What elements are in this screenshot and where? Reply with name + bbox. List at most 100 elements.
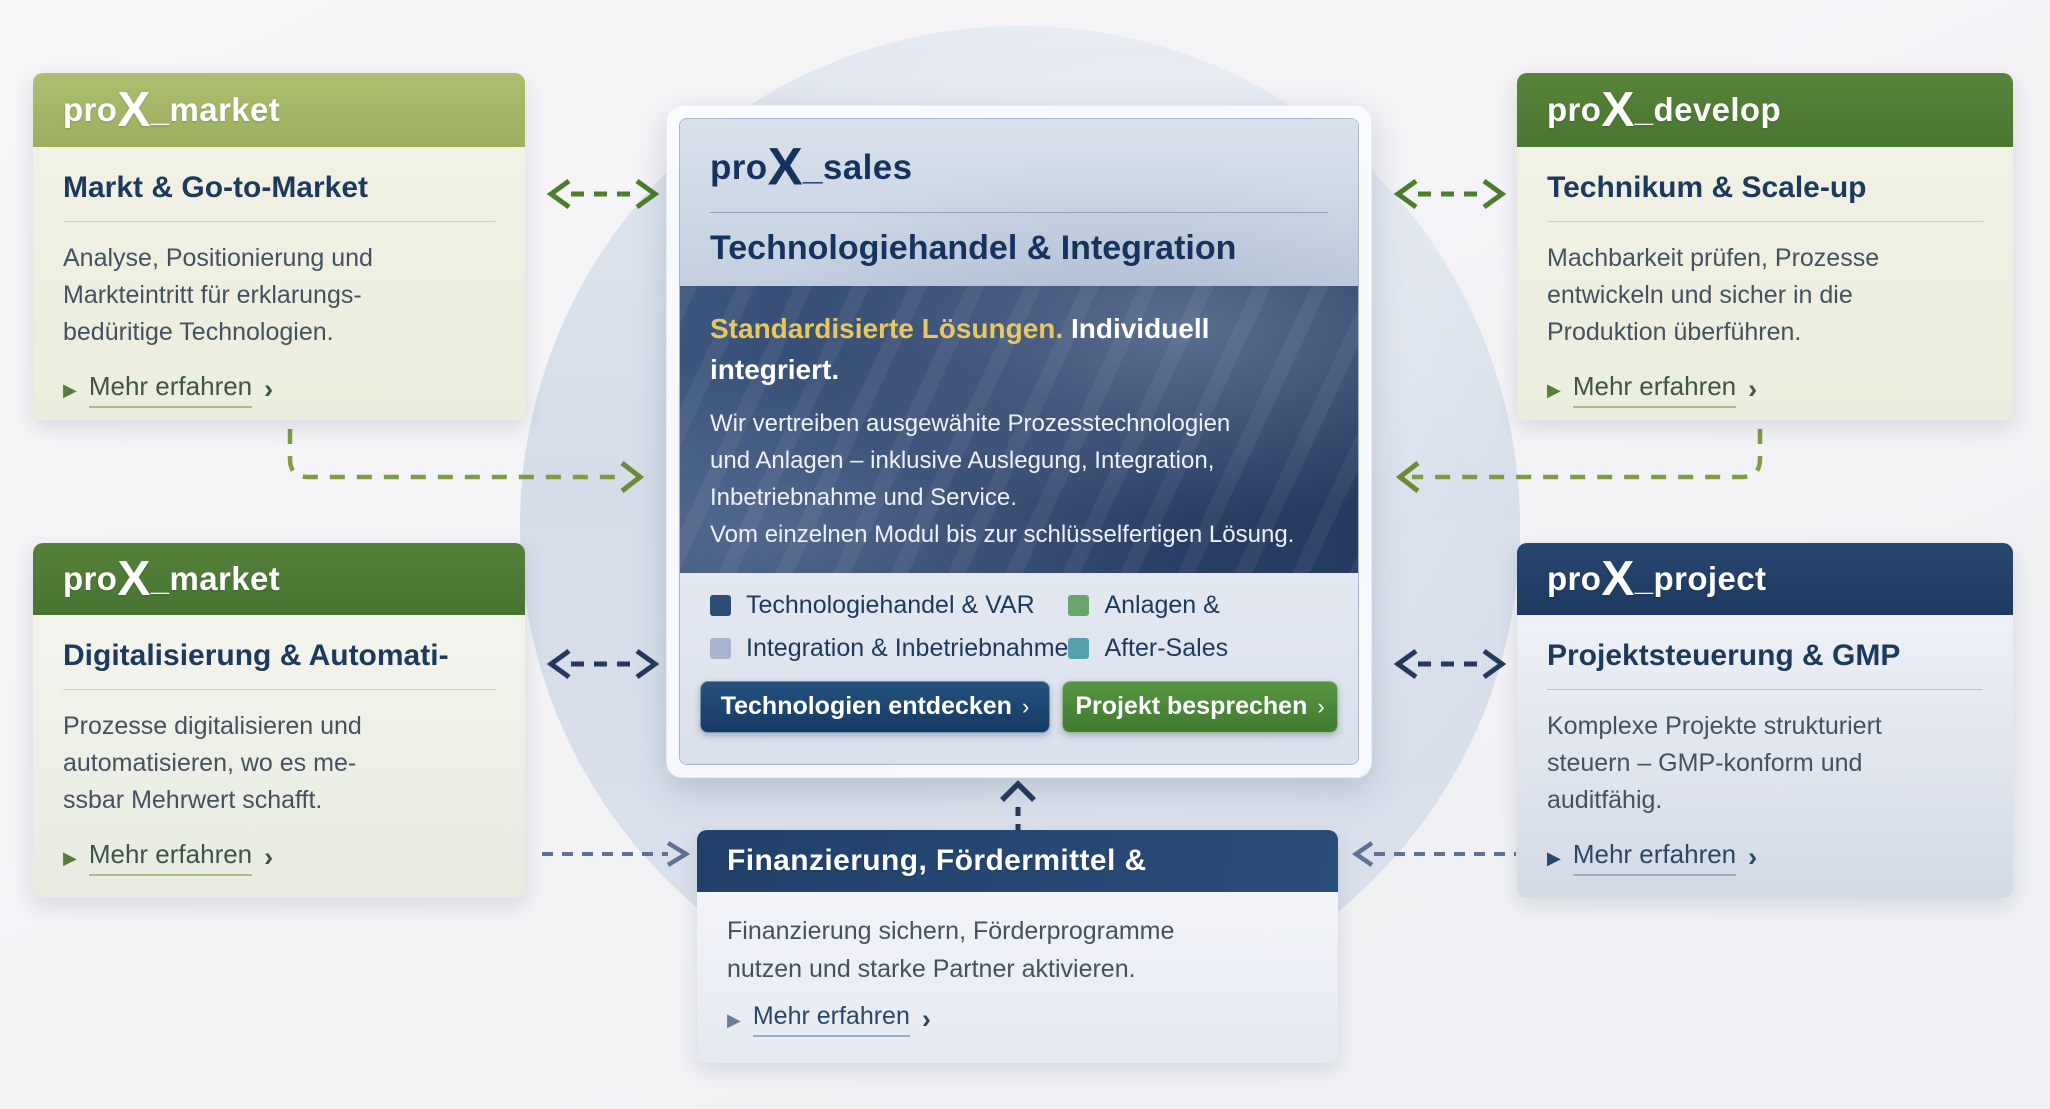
card-description-line: Markteintritt für erklarungs-	[63, 281, 362, 309]
elbow-connector-develop-sales	[1380, 429, 1780, 501]
hero-lead-rest: Individuell integriert.	[710, 312, 1210, 385]
legend-swatch-green	[1068, 594, 1090, 616]
card-description-line: Analyse, Positionierung und	[63, 244, 373, 272]
chevron-right-icon: ›	[921, 1004, 931, 1034]
divider	[63, 221, 495, 222]
dash-connector-project-finance	[1352, 840, 1518, 868]
triangle-right-icon: ▶	[727, 1009, 741, 1030]
divider	[710, 211, 1328, 213]
up-arrow-icon	[1000, 780, 1036, 833]
hero-text-line: und Anlagen – inklusive Auslegung, Integ…	[710, 446, 1215, 474]
legend-item: Technologiehandel & VAR	[710, 591, 1068, 620]
hero-text-line: Vom einzelnen Modul bis zur schlüsselfer…	[710, 520, 1295, 548]
card-description-line: nutzen und starke Partner aktivieren.	[727, 955, 1136, 983]
card-description-line: Finanzierung sichern, Förderprogramme	[727, 917, 1175, 945]
dash-arrow-icon	[1352, 841, 1516, 867]
card-description-line: Komplexe Projekte strukturiert	[1547, 712, 1882, 740]
card-description-line: auditfähig.	[1547, 786, 1663, 814]
card-body: Markt & Go-to-Market Analyse, Positionie…	[33, 147, 525, 420]
hero-text-line: Wir vertreiben ausgewähite Prozesstechno…	[710, 409, 1231, 437]
mehr-erfahren-link[interactable]: ▶ Mehr erfahren ›	[1547, 839, 1757, 876]
brand-prox-develop: proX_develop	[1547, 82, 1782, 138]
legend-label: Anlagen &	[1104, 590, 1220, 619]
sales-hero-panel: Standardisierte Lösungen. Individuell in…	[680, 286, 1358, 573]
mehr-erfahren-link[interactable]: ▶ Mehr erfahren ›	[63, 839, 273, 876]
projekt-besprechen-button[interactable]: Projekt besprechen ›	[1061, 680, 1338, 733]
legend-item: Anlagen &	[1068, 591, 1328, 620]
triangle-right-icon: ▶	[63, 379, 77, 400]
card-header: proX_project	[1517, 543, 2013, 615]
triangle-right-icon: ▶	[1547, 847, 1561, 868]
card-description-line: automatisieren, wo es me-	[63, 749, 357, 777]
chevron-right-icon: ›	[1748, 374, 1758, 404]
card-description-line: steuern – GMP-konform und	[1547, 749, 1863, 777]
sales-footer: Technologiehandel & VAR Anlagen & Integr…	[680, 572, 1358, 764]
card-prox-project: proX_project Projektsteuerung & GMP Komp…	[1517, 543, 2013, 898]
double-arrow-icon	[546, 178, 660, 210]
legend-label: Integration & Inbetriebnahme	[746, 633, 1069, 662]
elbow-connector-market-top-sales	[270, 429, 670, 501]
mehr-erfahren-link[interactable]: ▶ Mehr erfahren ›	[727, 1002, 931, 1037]
chevron-right-icon: ›	[1021, 693, 1030, 719]
hero-text-line: Inbetriebnahme und Service.	[710, 483, 1017, 511]
double-arrow-icon	[1393, 648, 1507, 680]
card-description-line: Produktion überführen.	[1547, 318, 1802, 346]
dash-arrow-icon	[542, 841, 691, 867]
service-legend: Technologiehandel & VAR Anlagen & Integr…	[700, 591, 1338, 663]
legend-swatch-lightblue	[710, 637, 731, 659]
card-finanzierung: Finanzierung, Fördermittel & Finanzierun…	[697, 830, 1338, 1063]
link-label: Mehr erfahren	[88, 839, 253, 876]
prox-sales-inner: proX_sales Technologiehandel & Integrati…	[679, 118, 1359, 765]
triangle-right-icon: ▶	[1547, 379, 1561, 400]
hero-lead-highlight: Standardisierte Lösungen.	[710, 312, 1064, 344]
dash-connector-market-bottom-finance	[540, 840, 696, 868]
card-prox-market-top: proX_market Markt & Go-to-Market Analyse…	[33, 73, 525, 420]
card-prox-develop: proX_develop Technikum & Scale-up Machba…	[1517, 73, 2013, 420]
brand-prox-sales: proX_sales	[710, 137, 913, 196]
mehr-erfahren-link[interactable]: ▶ Mehr erfahren ›	[63, 371, 273, 408]
chevron-right-icon: ›	[1317, 693, 1325, 719]
legend-label: After-Sales	[1104, 633, 1229, 662]
prox-sales-header: proX_sales Technologiehandel & Integrati…	[680, 119, 1358, 286]
hero-lead: Standardisierte Lösungen. Individuell in…	[710, 308, 1328, 390]
link-label: Mehr erfahren	[752, 1002, 910, 1037]
card-description-line: Prozesse digitalisieren und	[63, 712, 362, 740]
double-arrow-icon	[1393, 178, 1507, 210]
double-arrow-icon	[546, 648, 660, 680]
brand-prox-project: proX_project	[1547, 551, 1767, 607]
button-label: Technologien entdecken	[720, 692, 1012, 720]
double-arrow-market-top-sales	[543, 176, 663, 212]
link-label: Mehr erfahren	[88, 371, 253, 408]
card-body: Technikum & Scale-up Machbarkeit prüfen,…	[1517, 147, 2013, 420]
card-header: Finanzierung, Fördermittel &	[697, 830, 1338, 892]
card-prox-sales: proX_sales Technologiehandel & Integrati…	[666, 105, 1372, 778]
legend-item: After-Sales	[1068, 634, 1328, 663]
card-title: Markt & Go-to-Market	[63, 171, 369, 204]
elbow-arrow-icon	[1395, 429, 1763, 493]
card-description-line: Machbarkeit prüfen, Prozesse	[1547, 244, 1880, 272]
up-arrow-finance-sales	[996, 780, 1040, 834]
divider	[63, 689, 495, 690]
card-header: proX_market	[33, 543, 525, 615]
card-body: Digitalisierung & Automati- Prozesse dig…	[33, 615, 525, 898]
section-title: Technologiehandel & Integration	[710, 228, 1237, 267]
double-arrow-market-bottom-sales	[543, 646, 663, 682]
finanzierung-title: Finanzierung, Fördermittel &	[727, 844, 1147, 877]
button-label: Projekt besprechen	[1075, 692, 1308, 720]
elbow-arrow-icon	[287, 429, 645, 493]
card-description-line: entwickeln und sicher in die	[1547, 281, 1853, 309]
card-description-line: ssbar Mehrwert schafft.	[63, 786, 323, 814]
mehr-erfahren-link[interactable]: ▶ Mehr erfahren ›	[1547, 371, 1757, 408]
card-title: Projektsteuerung & GMP	[1547, 639, 1901, 672]
card-body: Projektsteuerung & GMP Komplexe Projekte…	[1517, 615, 2013, 898]
chevron-right-icon: ›	[264, 374, 274, 404]
link-label: Mehr erfahren	[1572, 371, 1737, 408]
double-arrow-develop-sales	[1390, 176, 1510, 212]
card-prox-market-bottom: proX_market Digitalisierung & Automati- …	[33, 543, 525, 898]
hero-text: Wir vertreiben ausgewähite Prozesstechno…	[710, 405, 1328, 553]
double-arrow-sales-project	[1390, 646, 1510, 682]
link-label: Mehr erfahren	[1572, 839, 1737, 876]
brand-prox-market: proX_market	[63, 551, 281, 607]
technologien-entdecken-button[interactable]: Technologien entdecken ›	[700, 680, 1050, 733]
chevron-right-icon: ›	[1748, 842, 1758, 872]
